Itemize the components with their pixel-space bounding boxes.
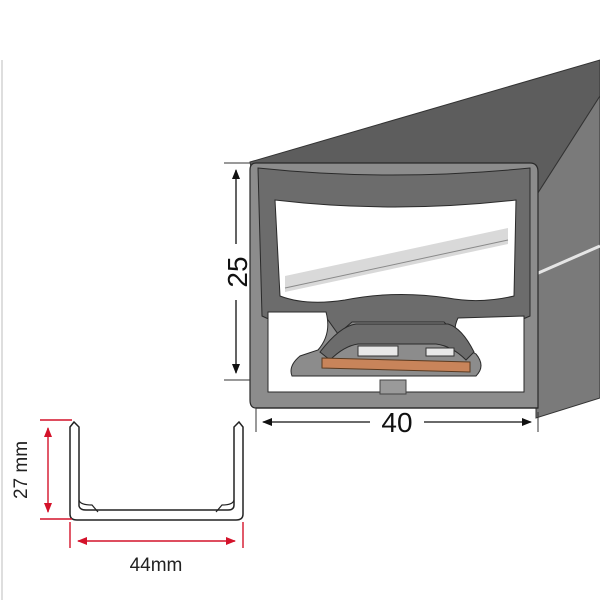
profile-upper-cavity	[274, 199, 517, 303]
width-dimension: 40	[255, 407, 539, 438]
led-chip-right	[425, 347, 455, 357]
u-channel-right-foot	[215, 499, 235, 513]
mounting-tab	[379, 379, 407, 395]
channel-height-label: 27 mm	[11, 441, 32, 499]
channel-width-dimension: 44mm	[69, 522, 244, 576]
led-chip-left	[357, 345, 399, 357]
led-strip	[321, 357, 471, 373]
upper-cavity-line	[284, 239, 509, 289]
profile-side-groove	[535, 244, 600, 276]
u-channel-outline	[69, 420, 244, 521]
channel-height-dimension: 27 mm	[11, 419, 72, 520]
u-channel	[69, 420, 244, 521]
u-channel-left-foot	[78, 499, 99, 513]
channel-width-label: 44mm	[130, 555, 183, 576]
profile-inner-arch	[319, 323, 475, 361]
profile-3d	[249, 59, 600, 419]
height-dimension: 25	[222, 162, 253, 381]
width-label-40: 40	[381, 407, 412, 438]
height-label-25: 25	[222, 256, 253, 287]
